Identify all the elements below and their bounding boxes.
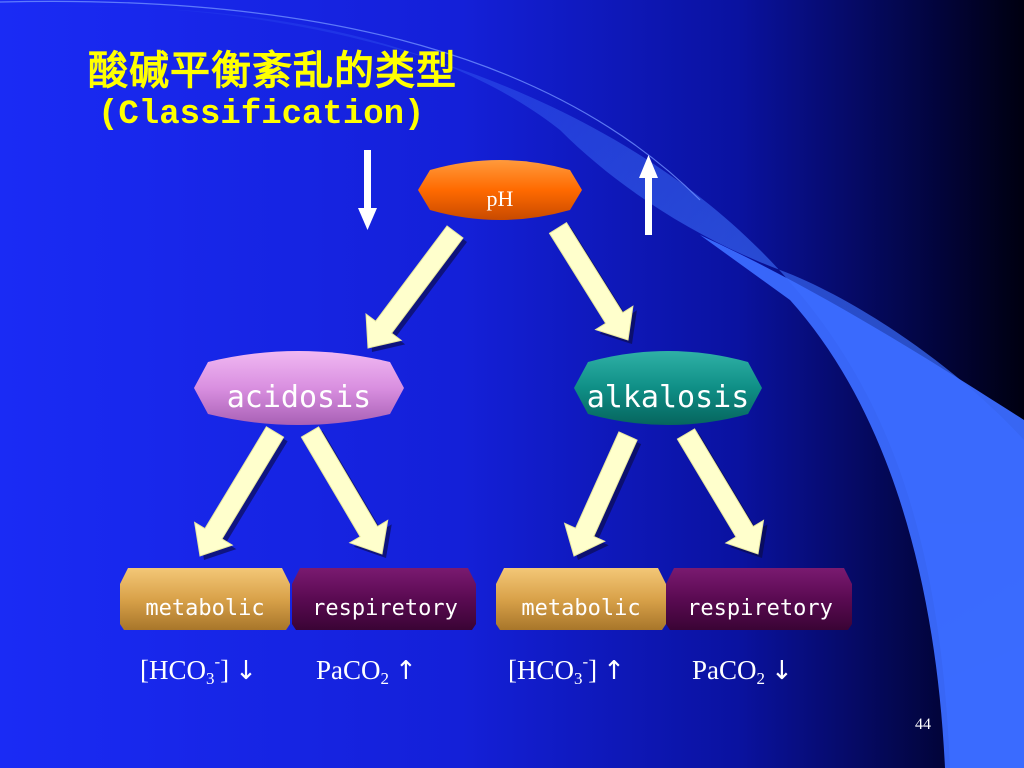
formula-paco2-decrease: PaCO2↓ [692,655,793,688]
formula-hco3-increase: [HCO3-]↑ [508,652,625,688]
respiratory-alkalosis-label: respiretory [687,596,833,621]
up-arrow-icon: ↑ [395,656,417,686]
box-metabolic-alkalosis [496,568,666,630]
box-respiratory-alkalosis [666,568,852,630]
arrow-ph-to-acidosis [365,225,467,352]
down-arrow-icon: ↓ [771,656,793,686]
formula-paco2-increase: PaCO2↑ [316,655,417,688]
metabolic-alkalosis-label: metabolic [521,596,641,621]
ph-decrease-arrow-icon [358,150,377,230]
arrow-acidosis-to-metabolic [193,426,288,560]
arrow-ph-to-alkalosis [548,222,637,344]
swoosh-line [0,0,701,201]
up-arrow-icon: ↑ [603,656,625,686]
alkalosis-node [574,351,762,425]
metabolic-acidosis-label: metabolic [145,596,265,621]
box-metabolic-acidosis [120,568,290,630]
formula-hco3-decrease: [HCO3-]↓ [140,652,257,688]
alkalosis-label: alkalosis [586,380,750,415]
swoosh-light-band [700,235,1024,768]
arrow-alkalosis-to-metabolic [563,431,642,560]
ph-increase-arrow-icon [639,155,658,235]
connector-arrows [193,222,768,560]
page-subtitle: (Classification) [98,96,425,134]
ph-node [418,160,582,220]
arrow-acidosis-to-respiratory [300,426,392,558]
arrow-alkalosis-to-respiratory [676,428,768,558]
down-arrow-icon: ↓ [235,656,257,686]
respiratory-acidosis-label: respiretory [312,596,458,621]
ph-label: pH [486,186,514,211]
page-number: 44 [915,716,931,733]
page-title: 酸碱平衡紊乱的类型 [88,47,457,94]
box-respiratory-acidosis [292,568,476,630]
acidosis-label: acidosis [226,380,372,415]
acidosis-node [194,351,404,425]
